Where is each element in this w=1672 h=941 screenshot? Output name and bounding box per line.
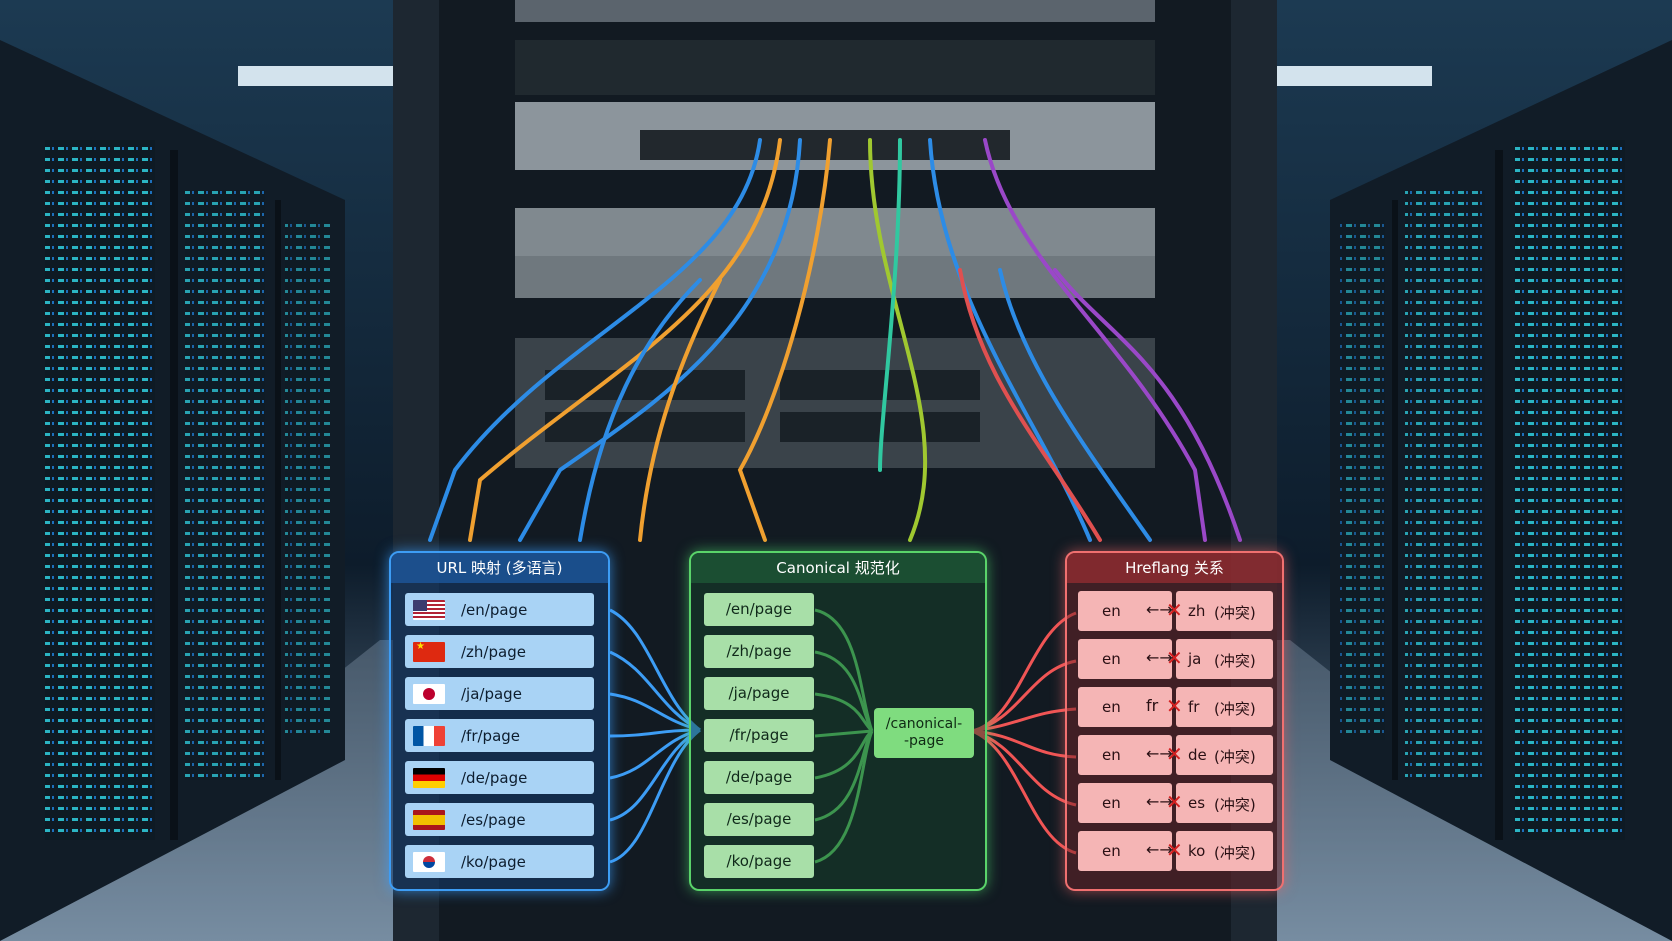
de-flag-icon: [413, 768, 445, 788]
conflict-note: (冲突): [1214, 604, 1256, 622]
hreflang-row[interactable]: en fr ✕ fr (冲突): [1078, 687, 1273, 727]
hreflang-cell-source: [1078, 687, 1172, 727]
hreflang-row[interactable]: en ←→ ✕ ko (冲突): [1078, 831, 1273, 871]
hreflang-source-lang: en: [1102, 746, 1121, 764]
hreflang-cell-target: [1176, 735, 1273, 775]
bidirectional-arrow-icon: ←→: [1146, 840, 1173, 859]
conflict-note: (冲突): [1214, 796, 1256, 814]
hreflang-source-lang: en: [1102, 650, 1121, 668]
conflict-x-icon: ✕: [1166, 742, 1183, 766]
hreflang-cell-target: [1176, 783, 1273, 823]
hreflang-panel-title: Hreflang 关系: [1067, 553, 1282, 583]
kr-flag-icon: [413, 852, 445, 872]
hreflang-target-lang: de: [1188, 746, 1207, 764]
url-path: /en/page: [461, 601, 528, 619]
hreflang-row[interactable]: en ←→ ✕ zh (冲突): [1078, 591, 1273, 631]
hreflang-source-lang: en: [1102, 602, 1121, 620]
network-cables: [428, 138, 1242, 542]
canonical-row-zh[interactable]: /zh/page: [704, 635, 814, 668]
canonical-panel: Canonical 规范化 /en/page /zh/page /ja/page…: [689, 551, 987, 891]
canonical-panel-title: Canonical 规范化: [691, 553, 985, 583]
cn-flag-icon: [413, 642, 445, 662]
conflict-note: (冲突): [1214, 748, 1256, 766]
conflict-note: (冲突): [1214, 700, 1256, 718]
hreflang-cell-source: [1078, 831, 1172, 871]
hreflang-cell-target: [1176, 591, 1273, 631]
canonical-links: [814, 608, 874, 864]
conflict-x-icon: ✕: [1166, 838, 1183, 862]
us-flag-icon: [413, 600, 445, 620]
hreflang-cell-source: [1078, 783, 1172, 823]
url-row-es[interactable]: /es/page: [405, 803, 594, 836]
url-row-en[interactable]: /en/page: [405, 593, 594, 626]
url-panel-title: URL 映射 (多语言): [391, 553, 608, 583]
url-row-fr[interactable]: /fr/page: [405, 719, 594, 752]
canonical-row-fr[interactable]: /fr/page: [704, 719, 814, 752]
hreflang-cell-source: [1078, 735, 1172, 775]
canonical-row-en[interactable]: /en/page: [704, 593, 814, 626]
hreflang-row[interactable]: en ←→ ✕ ja (冲突): [1078, 639, 1273, 679]
url-path: /es/page: [461, 811, 526, 829]
hreflang-target-lang: ko: [1188, 842, 1206, 860]
hreflang-source-lang: en: [1102, 842, 1121, 860]
hreflang-target-lang: ja: [1188, 650, 1202, 668]
url-path: /de/page: [461, 769, 528, 787]
canonical-row-de[interactable]: /de/page: [704, 761, 814, 794]
canonical-row-ja[interactable]: /ja/page: [704, 677, 814, 710]
canonical-row-es[interactable]: /es/page: [704, 803, 814, 836]
conflict-x-icon: ✕: [1166, 598, 1183, 622]
hreflang-row[interactable]: en ←→ ✕ es (冲突): [1078, 783, 1273, 823]
hreflang-cell-target: [1176, 639, 1273, 679]
hreflang-middle-label: fr: [1146, 696, 1159, 715]
conflict-note: (冲突): [1214, 844, 1256, 862]
hreflang-row[interactable]: en ←→ ✕ de (冲突): [1078, 735, 1273, 775]
hreflang-cell-target: [1176, 687, 1273, 727]
hreflang-target-lang: fr: [1188, 698, 1200, 716]
url-row-zh[interactable]: /zh/page: [405, 635, 594, 668]
bidirectional-arrow-icon: ←→: [1146, 600, 1173, 619]
url-row-ja[interactable]: /ja/page: [405, 677, 594, 710]
bidirectional-arrow-icon: ←→: [1146, 792, 1173, 811]
conflict-x-icon: ✕: [1166, 694, 1183, 718]
hreflang-cell-source: [1078, 639, 1172, 679]
canonical-target[interactable]: /canonical- -page: [874, 708, 974, 758]
conflict-x-icon: ✕: [1166, 790, 1183, 814]
url-row-de[interactable]: /de/page: [405, 761, 594, 794]
url-row-ko[interactable]: /ko/page: [405, 845, 594, 878]
url-path: /ja/page: [461, 685, 522, 703]
url-path: /zh/page: [461, 643, 526, 661]
canonical-row-ko[interactable]: /ko/page: [704, 845, 814, 878]
hreflang-source-lang: en: [1102, 698, 1121, 716]
hreflang-target-lang: es: [1188, 794, 1206, 812]
url-mapping-panel: URL 映射 (多语言) /en/page /zh/page /ja/page …: [389, 551, 610, 891]
canonical-target-line1: /canonical-: [885, 716, 963, 732]
bidirectional-arrow-icon: ←→: [1146, 648, 1173, 667]
hreflang-target-lang: zh: [1188, 602, 1206, 620]
hreflang-cell-target: [1176, 831, 1273, 871]
hreflang-panel: Hreflang 关系 en ←→ ✕ zh (冲突) en ←→ ✕ ja (…: [1065, 551, 1284, 891]
url-path: /ko/page: [461, 853, 526, 871]
es-flag-icon: [413, 810, 445, 830]
bidirectional-arrow-icon: ←→: [1146, 744, 1173, 763]
canonical-target-line2: -page: [903, 733, 945, 749]
left-server-racks: [0, 40, 345, 941]
right-server-racks: [1330, 40, 1672, 941]
hreflang-cell-source: [1078, 591, 1172, 631]
conflict-note: (冲突): [1214, 652, 1256, 670]
jp-flag-icon: [413, 684, 445, 704]
url-path: /fr/page: [461, 727, 521, 745]
url-canonical-links: [609, 608, 701, 864]
hreflang-source-lang: en: [1102, 794, 1121, 812]
fr-flag-icon: [413, 726, 445, 746]
conflict-x-icon: ✕: [1166, 646, 1183, 670]
